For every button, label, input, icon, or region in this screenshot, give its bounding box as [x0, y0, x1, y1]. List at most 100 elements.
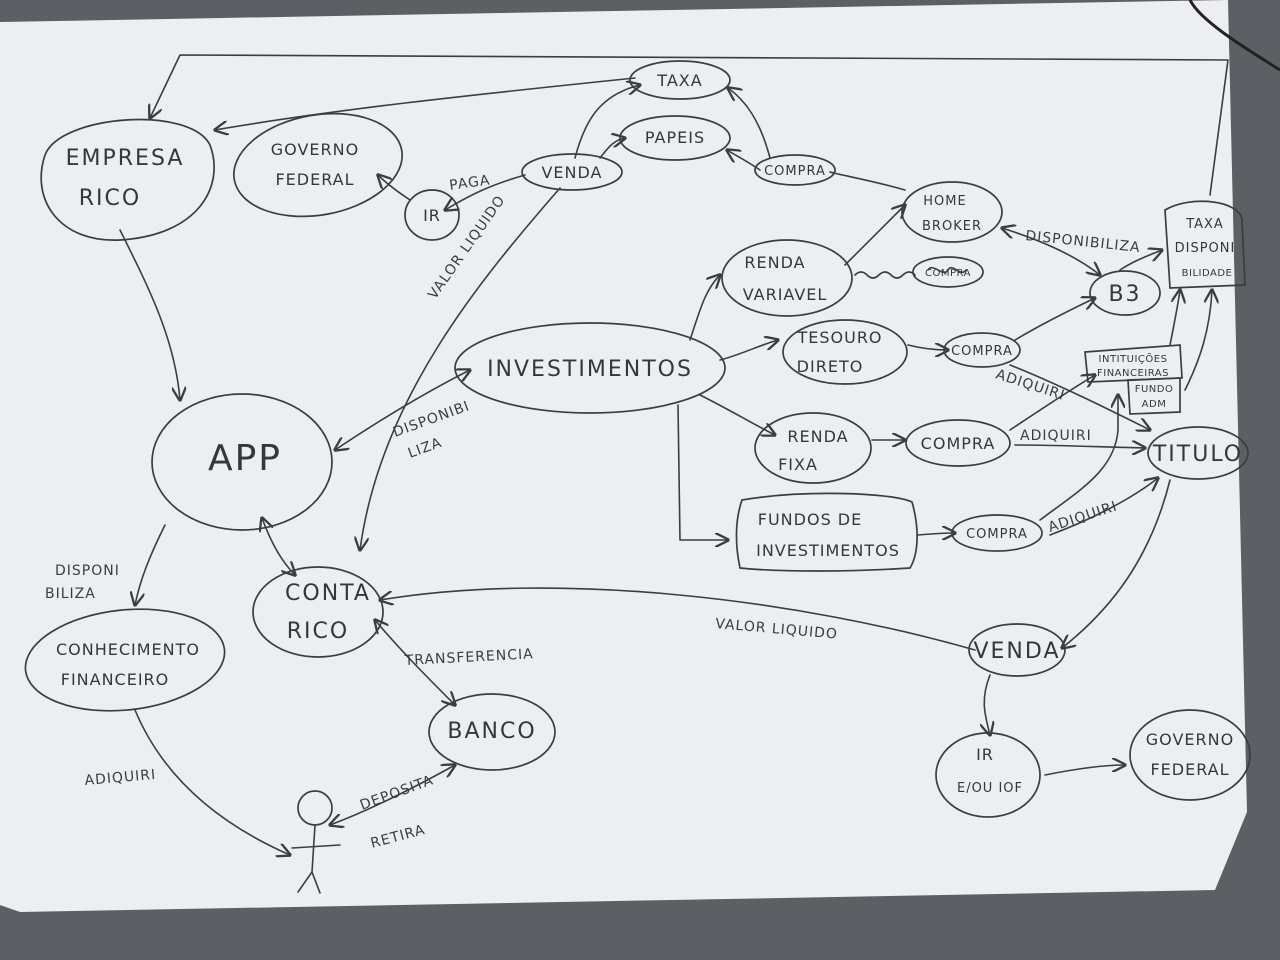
node-venda-bottom: VENDA: [968, 623, 1066, 677]
node-compra-fi: COMPRA: [951, 514, 1043, 552]
node-banco: BANCO: [428, 693, 556, 771]
node-conta-rico: CONTA RICO: [252, 566, 384, 658]
svg-text:EMPRESA: EMPRESA: [66, 146, 185, 171]
edge-inv-rf: [699, 394, 775, 435]
svg-text:E/OU IOF: E/OU IOF: [957, 781, 1023, 796]
edges: [119, 54, 1229, 855]
svg-text:ADM: ADM: [1142, 399, 1167, 410]
svg-text:TAXA: TAXA: [1185, 217, 1224, 232]
nodes: TAXA EMPRESA RICO GOVERNO FEDERAL PAPEIS…: [24, 60, 1251, 894]
node-governo-bottom: GOVERNO FEDERAL: [1129, 709, 1251, 801]
edge-conhecimento-person: [134, 709, 290, 855]
edge-app-conhecimento: [135, 524, 166, 605]
paper-sheet: [0, 0, 1247, 912]
edge-compra-papeis: [727, 150, 761, 171]
svg-text:BILIDADE: BILIDADE: [1182, 268, 1233, 279]
edge-venda-taxa: [574, 85, 640, 159]
svg-text:BANCO: BANCO: [447, 719, 536, 744]
edge-taxa-empresa: [215, 77, 636, 130]
svg-text:RENDA: RENDA: [787, 427, 848, 446]
svg-text:INTITUIÇÕES: INTITUIÇÕES: [1099, 352, 1168, 365]
edge-inst-taxadisp: [1184, 290, 1212, 391]
svg-text:COMPRA: COMPRA: [951, 344, 1013, 359]
svg-text:VENDA: VENDA: [541, 163, 602, 182]
node-app: APP: [151, 393, 333, 531]
svg-text:CONTA: CONTA: [285, 581, 371, 606]
svg-text:COMPRA: COMPRA: [966, 527, 1028, 542]
edge-comprata-b3: [1014, 298, 1095, 341]
svg-text:RICO: RICO: [79, 186, 141, 211]
edge-comprafi-titulo: [1049, 478, 1158, 536]
edge-empresa-app: [119, 229, 180, 400]
edge-compra-taxa: [728, 88, 771, 159]
svg-text:TAXA: TAXA: [656, 71, 702, 90]
node-taxa-disponibilidade: TAXA DISPONI BILIDADE: [1164, 200, 1246, 289]
edge-inst2-taxadisp: [1169, 290, 1180, 346]
edge-inv-td: [719, 340, 778, 361]
edge-app-investimentos: [335, 370, 470, 450]
svg-text:INVESTIMENTOS: INVESTIMENTOS: [487, 357, 693, 382]
edge-comprafi-fundoadm: [1039, 395, 1118, 521]
edge-comprarf-titulo: [1014, 445, 1145, 448]
svg-text:BROKER: BROKER: [922, 219, 982, 234]
svg-text:INVESTIMENTOS: INVESTIMENTOS: [756, 541, 900, 560]
label-adiquiri-person: ADIQUIRI: [84, 767, 157, 789]
edge-venda-conta2: [380, 587, 976, 651]
edge-venda-papeis: [599, 138, 625, 159]
node-governo-top: GOVERNO FEDERAL: [232, 112, 404, 218]
svg-text:DIRETO: DIRETO: [797, 357, 864, 376]
label-disponibiliza-conhec-1: DISPONI: [55, 563, 120, 579]
node-instituicoes: INTITUIÇÕES FINANCEIRAS: [1084, 344, 1183, 383]
svg-text:IR: IR: [423, 206, 441, 225]
node-taxa-top: TAXA: [629, 60, 731, 100]
svg-text:HOME: HOME: [923, 194, 966, 209]
edge-ir-governo: [378, 175, 411, 201]
edge-venda-ir2: [984, 674, 990, 735]
svg-text:VARIAVEL: VARIAVEL: [743, 285, 828, 304]
node-renda-fixa: RENDA FIXA: [754, 412, 872, 484]
desk-cable: [1188, 0, 1280, 72]
node-compra-rf: COMPRA: [905, 419, 1011, 467]
svg-text:FINANCEIRAS: FINANCEIRAS: [1097, 368, 1169, 379]
edge-b3-taxadisp: [1119, 250, 1162, 271]
edge-ir-governo2: [1044, 765, 1125, 776]
svg-text:IR: IR: [976, 745, 994, 764]
svg-text:VENDA: VENDA: [973, 639, 1060, 664]
node-compra-td: COMPRA: [943, 332, 1021, 368]
node-home-broker: HOME BROKER: [901, 181, 1003, 243]
node-fundos-investimentos: FUNDOS DE INVESTIMENTOS: [735, 492, 918, 572]
node-titulo: TITULO: [1147, 426, 1249, 480]
svg-text:FINANCEIRO: FINANCEIRO: [61, 670, 170, 689]
edge-inv-rv: [689, 275, 720, 341]
label-adiquiri-rf: ADIQUIRI: [1020, 428, 1092, 444]
node-tesouro-direto: TESOURO DIRETO: [782, 319, 908, 385]
node-renda-variavel: RENDA VARIAVEL: [721, 239, 853, 317]
svg-text:PAPEIS: PAPEIS: [645, 128, 705, 147]
node-papeis: PAPEIS: [619, 115, 731, 161]
svg-text:COMPRA: COMPRA: [921, 434, 996, 453]
svg-text:FUNDO: FUNDO: [1135, 384, 1174, 395]
svg-text:TESOURO: TESOURO: [796, 328, 882, 347]
svg-text:TITULO: TITULO: [1152, 442, 1243, 467]
svg-text:FIXA: FIXA: [778, 455, 818, 474]
svg-text:COMPRA: COMPRA: [925, 268, 971, 279]
node-investimentos: INVESTIMENTOS: [454, 322, 726, 414]
svg-text:RICO: RICO: [287, 619, 349, 644]
edge-homebroker-b3: [1002, 228, 1100, 275]
edge-rv-homebroker: [844, 205, 905, 266]
edge-titulo-venda: [1062, 479, 1171, 648]
node-fundo-adm: FUNDO ADM: [1127, 377, 1181, 415]
edge-inv-fi: [677, 404, 728, 540]
label-disponibiliza-conhec-2: BILIZA: [45, 586, 96, 602]
node-compra-rv: COMPRA: [912, 256, 984, 288]
svg-text:FEDERAL: FEDERAL: [275, 170, 354, 189]
scribble-mark: [927, 266, 967, 274]
svg-text:COMPRA: COMPRA: [764, 164, 826, 179]
svg-text:APP: APP: [208, 438, 282, 479]
edge-venda-ir: [445, 174, 526, 210]
edge-comprata-titulo: [1009, 364, 1150, 430]
edge-comprarf-inst: [1009, 375, 1095, 431]
edge-banco-person: [330, 765, 455, 825]
